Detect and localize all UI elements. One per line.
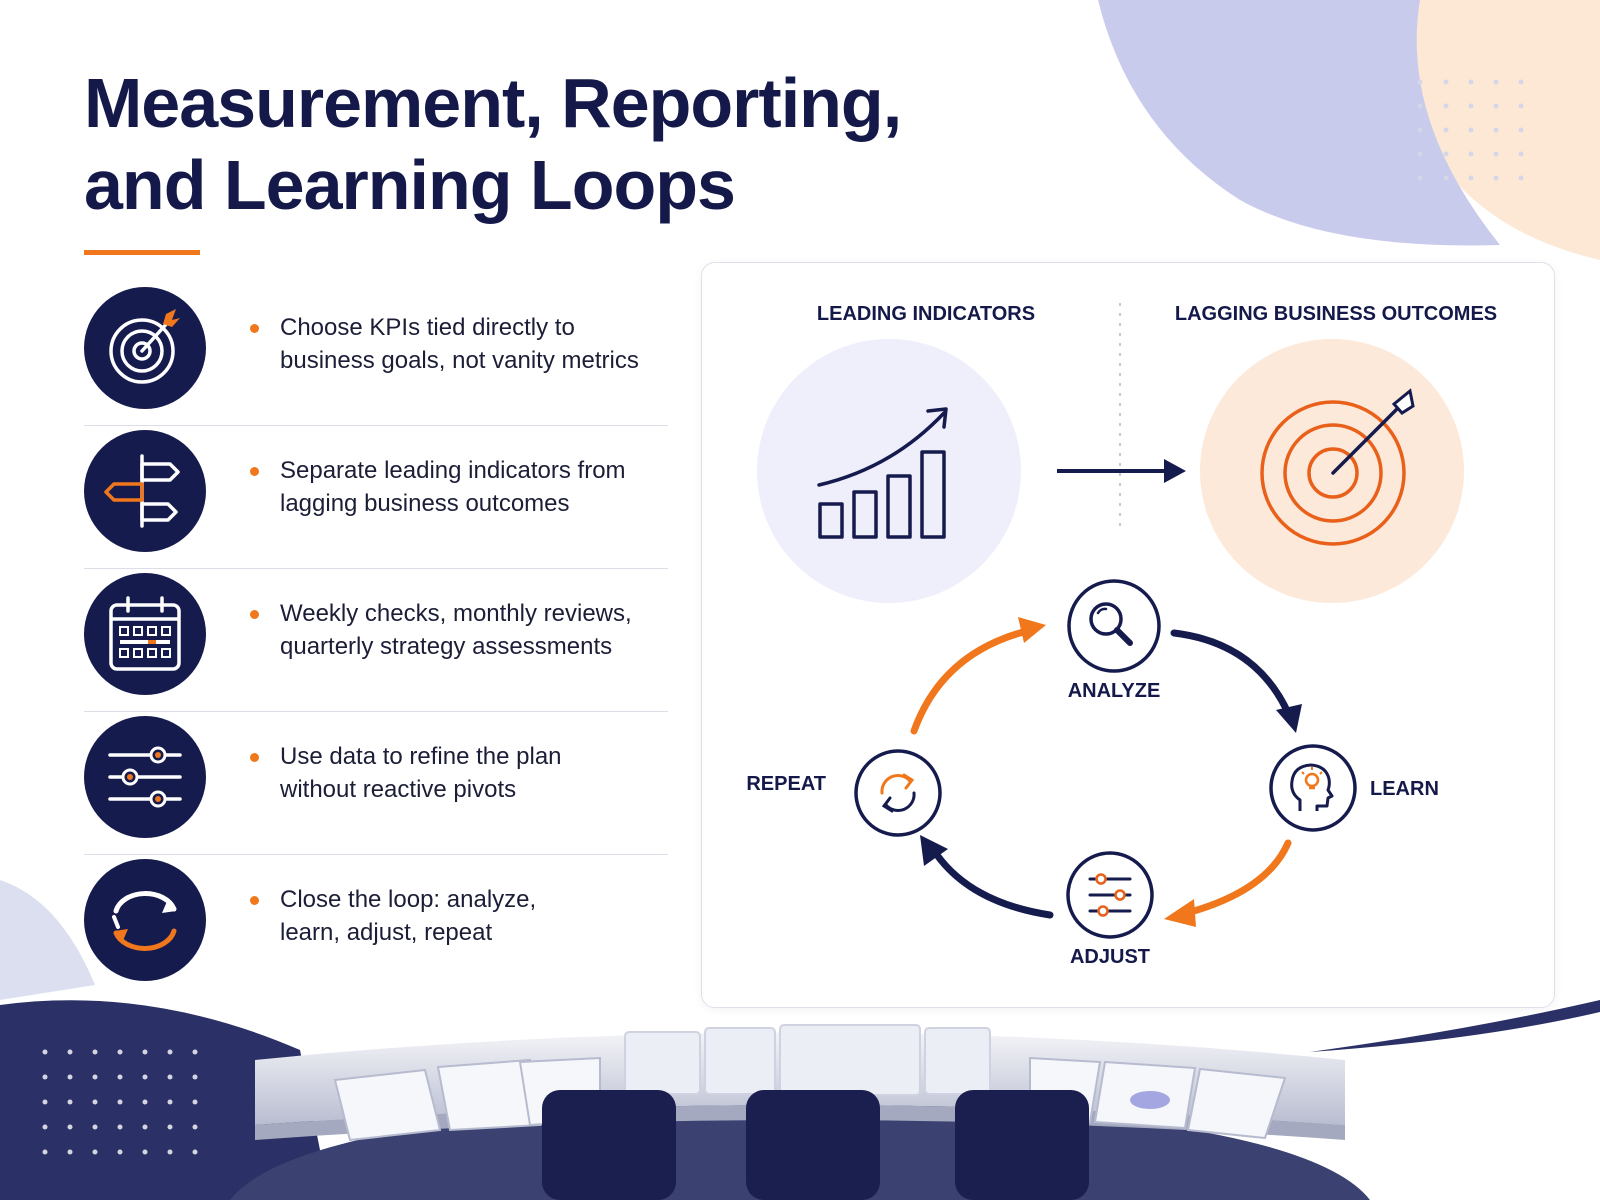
growth-chart-icon xyxy=(817,407,948,539)
lagging-circle xyxy=(1200,339,1464,603)
lavender-shape xyxy=(1098,0,1500,246)
cycle-arrow-learn-to-adjust xyxy=(1183,839,1292,917)
list-item: Separate leading indicators from lagging… xyxy=(84,426,668,569)
lagging-outcomes-label: LAGGING BUSINESS OUTCOMES xyxy=(1175,303,1497,325)
diagram-canvas: LEADING INDICATORS LAGGING BUSINESS OUTC… xyxy=(746,303,1497,968)
list-item: Close the loop: analyze, learn, adjust, … xyxy=(84,855,668,998)
page-title-line2: and Learning Loops xyxy=(84,146,736,224)
divider xyxy=(84,425,668,426)
learn-label: LEARN xyxy=(1370,778,1439,800)
cycle-arrowhead xyxy=(1276,704,1302,733)
point-text-line: Choose KPIs tied directly to xyxy=(280,314,575,341)
title-underline xyxy=(84,250,200,255)
adjust-label: ADJUST xyxy=(1070,946,1150,968)
dot-grid-top-right xyxy=(1417,79,1524,181)
point-text: Choose KPIs tied directly to business go… xyxy=(280,311,670,377)
bullet-dot xyxy=(250,324,259,333)
navy-swoosh-left xyxy=(0,1000,330,1200)
page-title-line1: Measurement, Reporting, xyxy=(84,64,902,142)
point-text-line: learn, adjust, repeat xyxy=(280,919,493,946)
divider xyxy=(84,854,668,855)
bullet-dot xyxy=(250,753,259,762)
cycle-arrow-analyze-to-learn xyxy=(1170,629,1293,719)
cycle-arrow-repeat-to-analyze xyxy=(910,627,1031,735)
point-text-line: Use data to refine the plan xyxy=(280,743,562,770)
target-arrow-icon xyxy=(84,287,206,409)
list-item: Choose KPIs tied directly to business go… xyxy=(84,283,668,426)
point-text-line: Close the loop: analyze, xyxy=(280,886,537,913)
refresh-icon xyxy=(880,773,916,813)
sliders-icon xyxy=(1088,873,1132,917)
cycle-arrowhead xyxy=(1018,617,1046,643)
divider xyxy=(84,568,668,569)
point-text-line: Separate leading indicators from xyxy=(280,457,626,484)
control-room-illustration xyxy=(230,1024,1370,1200)
point-text: Close the loop: analyze, learn, adjust, … xyxy=(280,883,670,949)
adjust-node xyxy=(1066,851,1154,939)
dot-grid-bottom-left xyxy=(42,1049,198,1155)
target-icon xyxy=(1260,388,1415,546)
key-points-list: Choose KPIs tied directly to business go… xyxy=(84,283,668,998)
point-text-line: without reactive pivots xyxy=(280,776,517,803)
leading-indicators-label: LEADING INDICATORS xyxy=(817,303,1035,325)
leading-circle xyxy=(757,339,1021,603)
bullet-dot xyxy=(250,896,259,905)
cycle-arrowhead xyxy=(920,835,948,866)
page-title: Measurement, Reporting, and Learning Loo… xyxy=(84,62,902,226)
list-item: Weekly checks, monthly reviews, quarterl… xyxy=(84,569,668,712)
bullet-dot xyxy=(250,467,259,476)
cycle-arrow-adjust-to-repeat xyxy=(933,851,1054,919)
cycle-arrowhead xyxy=(1164,899,1196,927)
point-text-line: lagging business outcomes xyxy=(280,490,570,517)
head-lightbulb-icon xyxy=(1290,763,1334,811)
point-text: Weekly checks, monthly reviews, quarterl… xyxy=(280,597,670,663)
point-text-line: business goals, not vanity metrics xyxy=(280,347,639,374)
magnifier-icon xyxy=(1089,602,1133,646)
calendar-icon xyxy=(84,573,206,695)
bullet-dot xyxy=(250,610,259,619)
repeat-label: REPEAT xyxy=(746,773,826,795)
point-text-line: quarterly strategy assessments xyxy=(280,633,613,660)
learn-node xyxy=(1269,744,1357,832)
point-text-line: Weekly checks, monthly reviews, xyxy=(280,600,632,627)
repeat-node xyxy=(854,749,942,837)
cycle-arrows-icon xyxy=(84,859,206,981)
sliders-icon xyxy=(84,716,206,838)
analyze-node xyxy=(1067,579,1161,673)
lavender-swoosh-left xyxy=(0,880,95,1000)
analyze-label: ANALYZE xyxy=(1068,680,1161,702)
point-text: Separate leading indicators from lagging… xyxy=(280,454,670,520)
list-item: Use data to refine the plan without reac… xyxy=(84,712,668,855)
signpost-icon xyxy=(84,430,206,552)
divider xyxy=(84,711,668,712)
outcome-arrowhead xyxy=(1164,459,1186,483)
point-text: Use data to refine the plan without reac… xyxy=(280,740,670,806)
diagram-panel: LEADING INDICATORS LAGGING BUSINESS OUTC… xyxy=(701,262,1555,1008)
